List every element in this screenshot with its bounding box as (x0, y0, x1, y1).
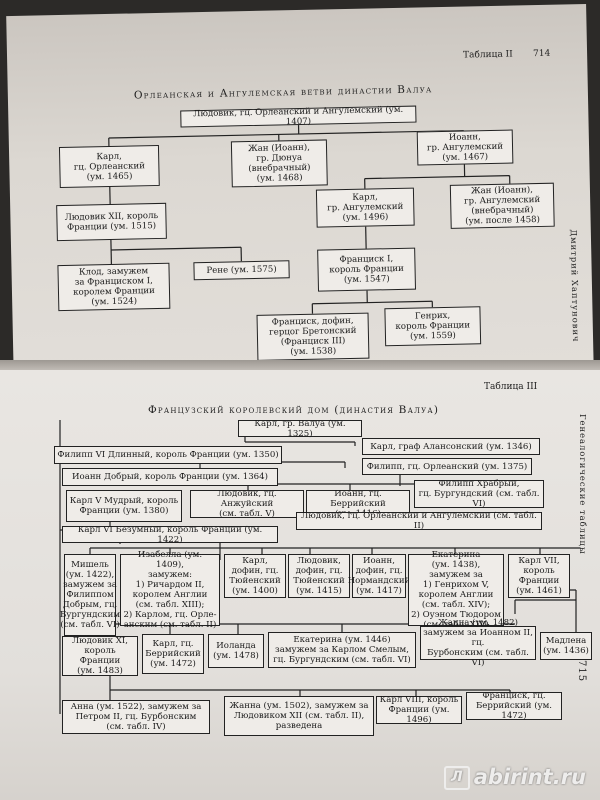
bottom-box-louis-dauphin: Людовик, дофин, гц. Тюйенский (ум. 1415) (288, 554, 350, 598)
bottom-box-karl-berry: Карл, гц. Беррийский (ум. 1472) (142, 634, 204, 674)
bottom-box-louis-anjou: Людовик, гц. Анжуйский (см. табл. V) (190, 489, 304, 519)
bottom-box-philippe-vi: Филипп VI Длинный, король Франции (ум. 1… (54, 446, 282, 464)
top-page: 714 Таблица II Орлеанская и Ангулемская … (6, 3, 594, 387)
top-box-karl-orleans: Карл, гц. Орлеанский (ум. 1465) (58, 144, 160, 189)
bottom-box-charles-vi: Карл VI Безумный, король Франции (ум. 14… (62, 525, 278, 545)
bottom-box-jean-dauphin: Иоанн, дофин, гц. Нормандский (ум. 1417) (347, 554, 411, 598)
bottom-box-louis-orleans: Людовик, гц. Орлеанский и Ангулемский (с… (296, 511, 542, 531)
bottom-box-anne: Анна (ум. 1522), замужем за Петром II, г… (62, 700, 210, 734)
top-box-jean-angouleme: Жан (Иоанн), гр. Ангулемский (внебрачный… (449, 182, 555, 229)
bottom-box-catherine: Екатерина (ум. 1438), замужем за 1) Генр… (408, 550, 504, 630)
bottom-page: Таблица III Французский королевский дом … (0, 370, 600, 800)
bottom-heading: Французский королевский дом (династия Ва… (148, 404, 440, 416)
top-table-number: 714 (532, 48, 551, 60)
bottom-side-title: Генеалогические таблицы (578, 414, 588, 555)
bottom-box-michelle: Мишель (ум. 1422), замужем за Филиппом Д… (60, 554, 120, 636)
bottom-box-catherine-burgundy: Екатерина (ум. 1446) замужем за Карлом С… (268, 632, 416, 668)
top-box-rene: Рене (ум. 1575) (193, 260, 290, 281)
watermark-text: abirint.ru (473, 765, 586, 789)
bottom-box-karl-dauphin: Карл, дофин, гц. Тюйенский (ум. 1400) (224, 554, 286, 598)
top-box-jean-dunois: Жан (Иоанн), гр. Дюнуа (внебрачный) (ум.… (230, 139, 328, 188)
bottom-box-jeanne-louis: Жанна (ум. 1502), замужем за Людовиком X… (224, 696, 374, 736)
bottom-box-charles-viii: Карл VIII, король Франции (ум. 1496) (376, 695, 462, 725)
top-box-ioann-angouleme: Иоанн, гр. Ангулемский (ум. 1467) (416, 129, 514, 166)
top-box-francis-dauphin: Франциск, дофин, герцог Бретонский (Фран… (256, 312, 370, 361)
top-box-ludovic-orleans: Людовик, гц. Орлеанский и Ангулемский (у… (180, 104, 417, 128)
top-box-louis-xii: Людовик XII, король Франции (ум. 1515) (56, 202, 167, 242)
top-box-claude: Клод, замужем за Франциском I, королем Ф… (57, 262, 171, 312)
bottom-box-karl-alencon: Карл, граф Алансонский (ум. 1346) (362, 438, 540, 455)
bottom-table-label: Таблица III (484, 382, 538, 392)
bottom-box-isabelle: Изабелла (ум. 1409), замужем: 1) Ричардо… (120, 550, 220, 630)
bottom-page-number: 715 (576, 660, 587, 683)
top-box-henri: Генрих, король Франции (ум. 1559) (384, 306, 482, 347)
bottom-box-karl-valois: Карл, гр. Валуа (ум. 1325) (238, 419, 362, 439)
bottom-box-charles-vii: Карл VII, король Франции (ум. 1461) (508, 554, 570, 598)
top-tree-lines (108, 124, 511, 314)
bottom-box-jean-bon: Иоанн Добрый, король Франции (ум. 1364) (62, 468, 278, 486)
bottom-box-madeleine: Мадлена (ум. 1436) (540, 632, 592, 660)
top-table-label: Таблица II (463, 49, 513, 61)
top-box-francis-i: Франциск I, король Франции (ум. 1547) (317, 247, 417, 292)
bottom-box-charles-v: Карл V Мудрый, король Франции (ум. 1380) (66, 490, 182, 522)
bottom-box-philippe-hardi: Филипп Храбрый, гц. Бургундский (см. таб… (414, 479, 544, 509)
bottom-box-louis-xi: Людовик XI, король Франции (ум. 1483) (62, 636, 138, 676)
bottom-box-jeanne-bourbon: Жанна (ум. 1482) замужем за Иоанном II, … (420, 618, 536, 668)
bottom-box-yolande: Иоланда (ум. 1478) (208, 634, 264, 668)
top-box-karl-angouleme: Карл, гр. Ангулемский (ум. 1496) (315, 187, 415, 228)
bottom-box-philippe-orleans: Филипп, гц. Орлеанский (ум. 1375) (362, 458, 532, 475)
watermark-logo-icon: Л (443, 766, 470, 790)
bottom-box-francis-berry: Франциск, гц. Беррийский (ум. 1472) (466, 691, 562, 721)
